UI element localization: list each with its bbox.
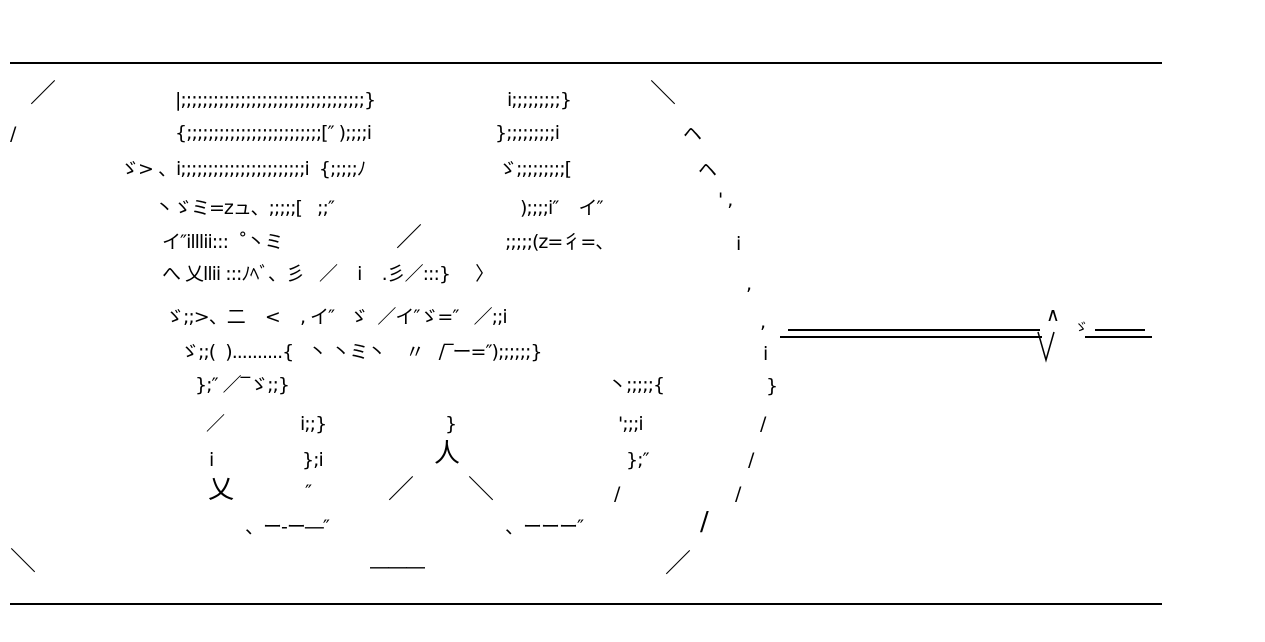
art-fragment: };i (302, 449, 324, 471)
double-line-right-lower (1085, 336, 1152, 338)
bottom-rule (10, 603, 1162, 605)
art-fragment: , (746, 273, 752, 295)
art-fragment: |;;;;;;;;;;;;;;;;;;;;;;;;;;;;;;;;;;} (175, 89, 376, 111)
art-fragment: i;;;;;;;;;} (507, 89, 572, 111)
art-fragment: ゞ;;;;;;;;;[ (498, 158, 572, 180)
art-fragment: i (763, 343, 768, 365)
art-fragment: 、ー‐ー―″ (245, 516, 330, 538)
art-fragment: };″ ／‾ゞ;;} (195, 374, 290, 396)
art-fragment: );;;;i″ イ″ (520, 197, 604, 219)
art-fragment: i (736, 233, 741, 255)
art-fragment: 、ーーー″ (505, 516, 584, 538)
art-fragment: ／ (665, 549, 691, 579)
art-fragment: ＼ (468, 475, 494, 505)
double-line-right-upper (1095, 329, 1145, 331)
art-fragment: };″ (626, 449, 650, 471)
art-fragment: 丶;;;;;{ (608, 374, 665, 396)
art-fragment: / (735, 483, 741, 505)
art-fragment: 丶ゞミ=zュ、;;;;;[ ;;″ (155, 197, 335, 219)
art-fragment: ／ (30, 79, 56, 109)
art-fragment: ――― (370, 556, 425, 578)
art-fragment: 乂 (208, 475, 234, 505)
art-fragment: ／ (388, 475, 414, 505)
double-line-upper (788, 329, 1040, 331)
art-fragment: ＼ (650, 79, 676, 109)
art-fragment: イ″illlii::: ˚丶ミ (162, 231, 284, 253)
art-fragment: ゞ;;>、二 < , イ″ ゞ ／イ″ゞ=″ ／;;i (165, 306, 508, 328)
art-fragment: ヘ (683, 123, 702, 145)
art-fragment: };;;;;;;;;i (495, 122, 560, 144)
art-fragment: ＼ (10, 547, 36, 577)
art-fragment: ゞ (1074, 320, 1088, 336)
art-fragment: i (209, 449, 214, 471)
art-fragment: 人 (434, 439, 460, 469)
double-line-lower (780, 336, 1042, 338)
art-fragment: / (748, 449, 754, 471)
art-fragment: / (10, 123, 16, 145)
top-rule (10, 62, 1162, 64)
art-fragment: ゞ> 、i;;;;;;;;;;;;;;;;;;;;;;;i {;;;;;ﾉ (120, 158, 366, 180)
art-fragment: ゞ;;( )..........{ 丶 丶ミ丶 〃 /‾ー=″);;;;;;} (180, 341, 542, 363)
art-fragment: ∧ (1046, 304, 1060, 326)
art-fragment: ／ (206, 413, 225, 435)
spike-icon (1037, 331, 1055, 363)
art-fragment: ヘ (698, 159, 717, 181)
art-fragment: へ 乂llii :::ﾉﾍﾞ、彡 ／ i .彡／:::} 〉 (162, 263, 494, 285)
art-fragment: ″ (305, 481, 312, 503)
art-fragment: ' , (718, 189, 733, 211)
art-fragment: , (760, 311, 766, 333)
art-fragment: } (445, 413, 457, 435)
art-fragment: / (614, 483, 620, 505)
art-fragment: ;;;;;(z=彳=、 (505, 231, 614, 253)
art-fragment: / (700, 507, 709, 537)
art-fragment: / (760, 413, 766, 435)
art-fragment: ／ (396, 223, 422, 253)
art-fragment: ';;;i (618, 413, 644, 435)
art-fragment: i;;} (300, 413, 327, 435)
art-fragment: } (766, 375, 778, 397)
art-fragment: {;;;;;;;;;;;;;;;;;;;;;;;;;[″ );;;;i (175, 122, 372, 144)
